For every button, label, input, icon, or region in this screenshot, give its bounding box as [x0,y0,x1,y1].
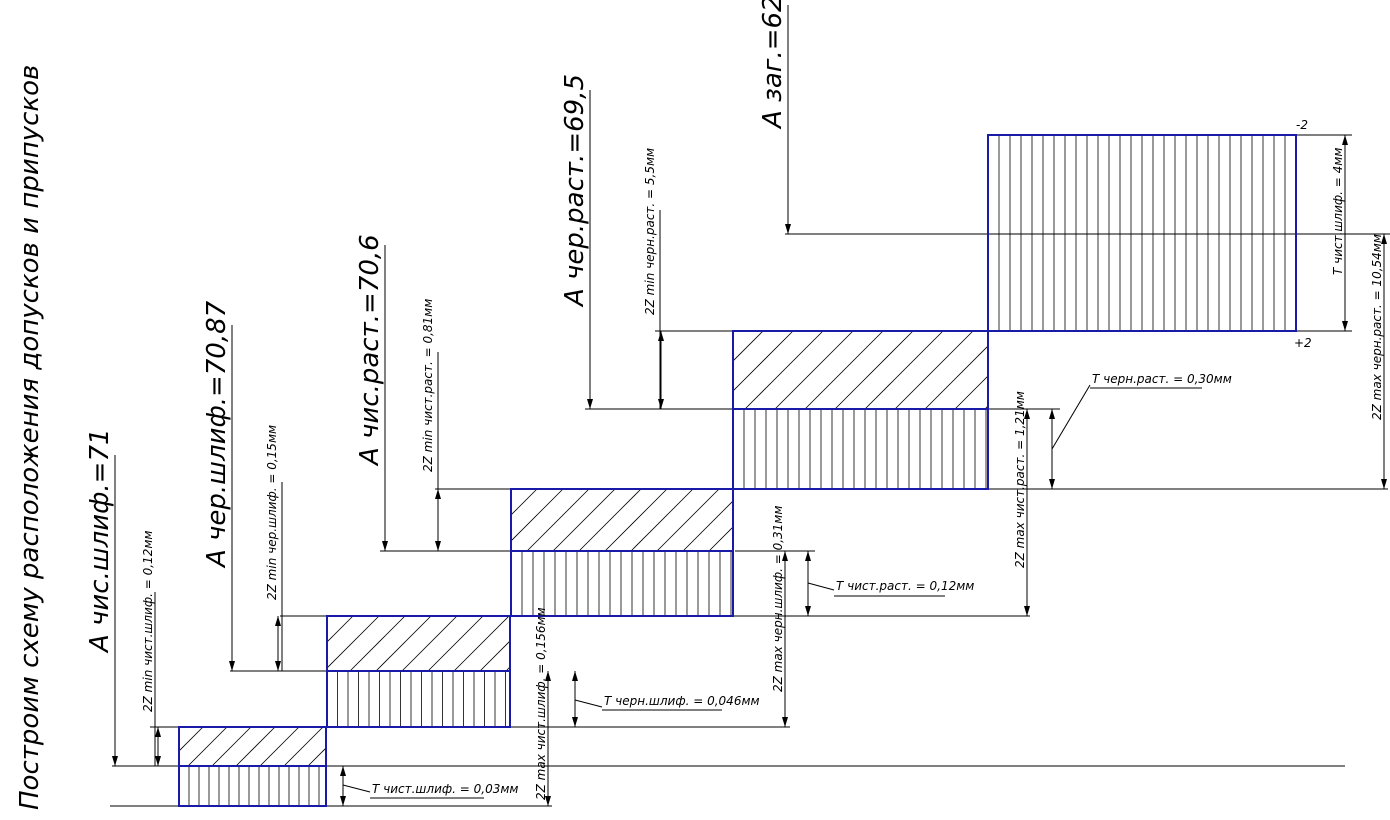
label-t-zag: T чист.шлиф. = 4мм [1331,148,1345,275]
label-a-chis-rast: A чис.раст.=70,6 [355,234,385,467]
label-a-zag: A заг.=62 [758,0,788,130]
label-zmin-chis-rast: 2Z min чист.раст. = 0,81мм [421,299,435,472]
label-t-chis-shlif: T чист.шлиф. = 0,03мм [372,782,518,796]
label-t-chis-rast: T чист.раст. = 0,12мм [836,579,974,593]
tolerance-zones [188,135,1286,806]
label-zmin-cher-shlif: 2Z min чер.шлиф. = 0,15мм [265,425,279,600]
label-zmax-cher-rast: 2Z max черн.раст. = 10,54мм [1370,234,1384,420]
label-zmin-chis-shlif: 2Z min чист.шлиф. = 0,12мм [141,531,155,712]
label-a-chis-shlif: A чис.шлиф.=71 [85,428,115,654]
label-zmax-chis-rast: 2Z max чист.раст. = 1,21мм [1013,391,1027,568]
label-zmax-chis-shlif: 2Z max чист.шлиф. = 0,156мм [534,607,548,800]
label-t-cher-rast: T черн.раст. = 0,30мм [1092,372,1232,386]
label-zmin-cher-rast: 2Z min черн.раст. = 5,5мм [643,148,657,315]
page-title: Построим схему расположения допусков и п… [15,65,45,810]
zone-outlines [178,134,1297,807]
label-t-cher-shlif: T черн.шлиф. = 0,046мм [604,694,760,708]
dimension-arrows [112,135,1387,806]
deviation-lower: +2 [1294,336,1312,350]
deviation-upper: -2 [1296,118,1308,132]
label-a-cher-rast: A чер.раст.=69,5 [560,74,590,308]
label-a-cher-shlif: A чер.шлиф.=70,87 [202,300,232,569]
label-zmax-cher-shlif: 2Z max черн.шлиф. = 0,31мм [771,506,785,692]
